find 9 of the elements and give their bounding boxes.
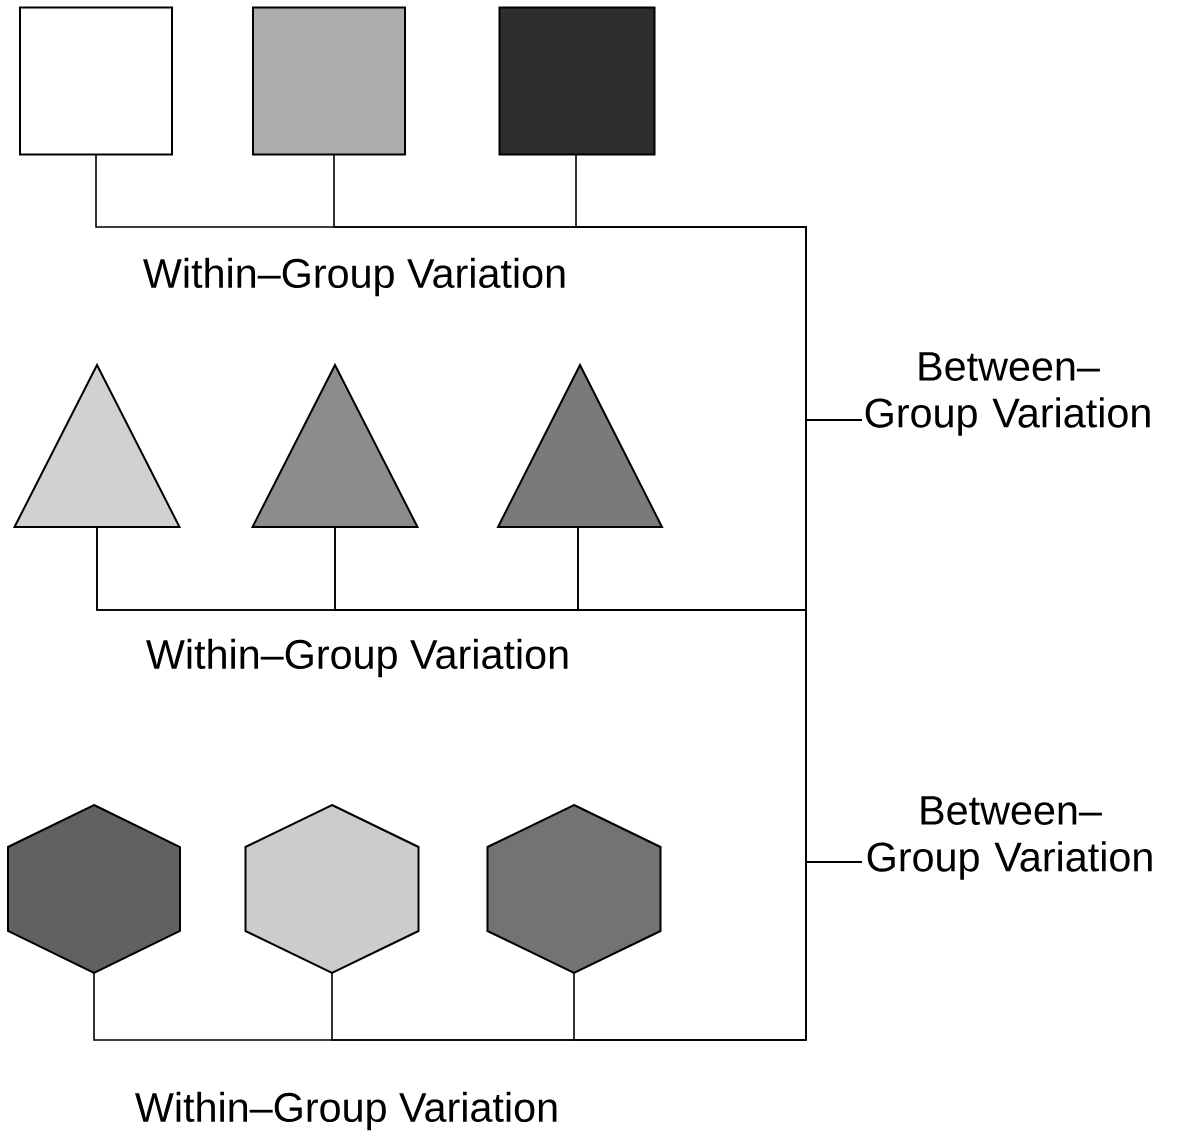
group-label: Within–Group Variation xyxy=(135,1091,557,1131)
group-label: Between–Group Variation xyxy=(865,352,1150,436)
group-label: Between–Group Variation xyxy=(867,796,1152,880)
group-label: Within–Group Variation xyxy=(143,257,565,297)
bracket-line xyxy=(573,861,863,1041)
square xyxy=(252,6,406,156)
group-label: Within–Group Variation xyxy=(146,638,568,678)
square xyxy=(19,6,173,156)
square xyxy=(498,6,656,156)
